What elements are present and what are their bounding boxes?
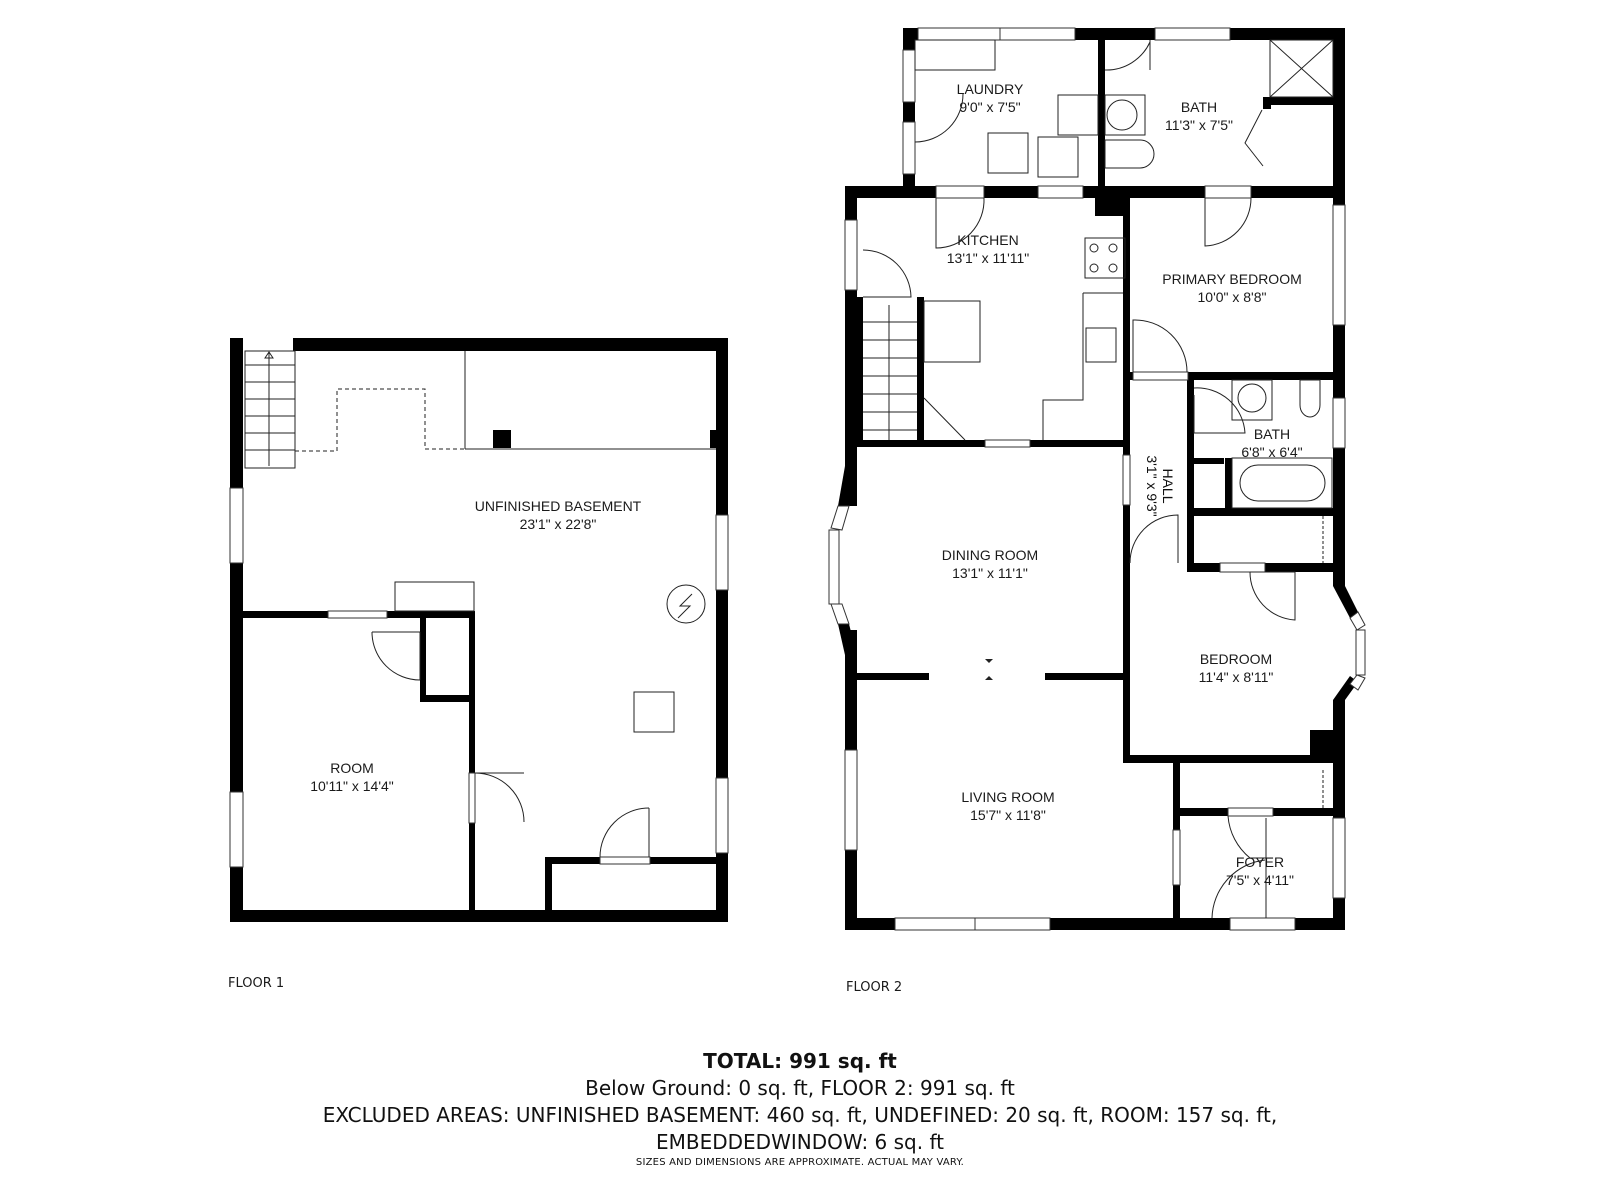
room-name: LAUNDRY [956, 81, 1024, 97]
room-name: KITCHEN [957, 232, 1019, 248]
floor-2-plan [828, 27, 1366, 931]
room-dimensions: 11'3" x 7'5" [1165, 117, 1233, 133]
room-dimensions: 13'1" x 11'11" [946, 250, 1030, 266]
room-dimensions: 3'1" x 9'3" [1144, 455, 1160, 517]
area-breakdown: Below Ground: 0 sq. ft, FLOOR 2: 991 sq.… [585, 1076, 1015, 1100]
excluded-areas-line-1: EXCLUDED AREAS: UNFINISHED BASEMENT: 460… [322, 1103, 1278, 1127]
room-name: FOYER [1235, 854, 1285, 870]
room-label-bath: BATH 11'3" x 7'5" [1165, 98, 1233, 134]
room-label-room: ROOM 10'11" x 14'4" [310, 759, 394, 795]
total-area: TOTAL: 991 sq. ft [703, 1049, 897, 1073]
room-label-foyer: FOYER 7'5" x 4'11" [1226, 853, 1294, 889]
room-label-hall: HALL 3'1" x 9'3" [1144, 446, 1176, 526]
room-dimensions: 15'7" x 11'8" [970, 807, 1046, 823]
room-dimensions: 10'0" x 8'8" [1197, 289, 1267, 305]
room-label-dining-room: DINING ROOM 13'1" x 11'1" [942, 546, 1038, 582]
room-label-kitchen: KITCHEN 13'1" x 11'11" [947, 231, 1030, 267]
room-dimensions: 7'5" x 4'11" [1226, 872, 1294, 888]
floor-1-plan [229, 338, 729, 922]
room-label-unfinished-basement: UNFINISHED BASEMENT 23'1" x 22'8" [475, 497, 641, 533]
room-dimensions: 9'0" x 7'5" [959, 99, 1021, 115]
floor-1-label: FLOOR 1 [228, 976, 285, 991]
room-label-laundry: LAUNDRY 9'0" x 7'5" [957, 80, 1024, 116]
room-dimensions: 11'4" x 8'11" [1198, 669, 1274, 685]
room-label-bedroom: BEDROOM 11'4" x 8'11" [1199, 650, 1274, 686]
room-dimensions: 13'1" x 11'1" [952, 565, 1028, 581]
disclaimer: SIZES AND DIMENSIONS ARE APPROXIMATE. AC… [635, 1157, 965, 1168]
room-label-living-room: LIVING ROOM 15'7" x 11'8" [961, 788, 1054, 824]
room-name: BEDROOM [1199, 651, 1273, 667]
room-dimensions: 23'1" x 22'8" [519, 516, 597, 532]
area-summary: TOTAL: 991 sq. ft Below Ground: 0 sq. ft… [0, 1048, 1600, 1170]
room-dimensions: 6'8" x 6'4" [1241, 444, 1303, 460]
room-label-primary-bedroom: PRIMARY BEDROOM 10'0" x 8'8" [1162, 270, 1302, 306]
floor-2-label: FLOOR 2 [846, 980, 903, 995]
room-name: BATH [1253, 426, 1291, 442]
room-name: HALL [1160, 468, 1176, 504]
room-name: PRIMARY BEDROOM [1162, 271, 1302, 287]
room-label-bath-2: BATH 6'8" x 6'4" [1241, 425, 1302, 461]
room-name: ROOM [330, 760, 374, 776]
room-name: DINING ROOM [941, 547, 1039, 563]
room-name: UNFINISHED BASEMENT [474, 498, 642, 514]
room-dimensions: 10'11" x 14'4" [310, 778, 394, 794]
excluded-areas-line-2: EMBEDDEDWINDOW: 6 sq. ft [655, 1130, 944, 1154]
room-name: LIVING ROOM [961, 789, 1055, 805]
room-name: BATH [1180, 99, 1218, 115]
